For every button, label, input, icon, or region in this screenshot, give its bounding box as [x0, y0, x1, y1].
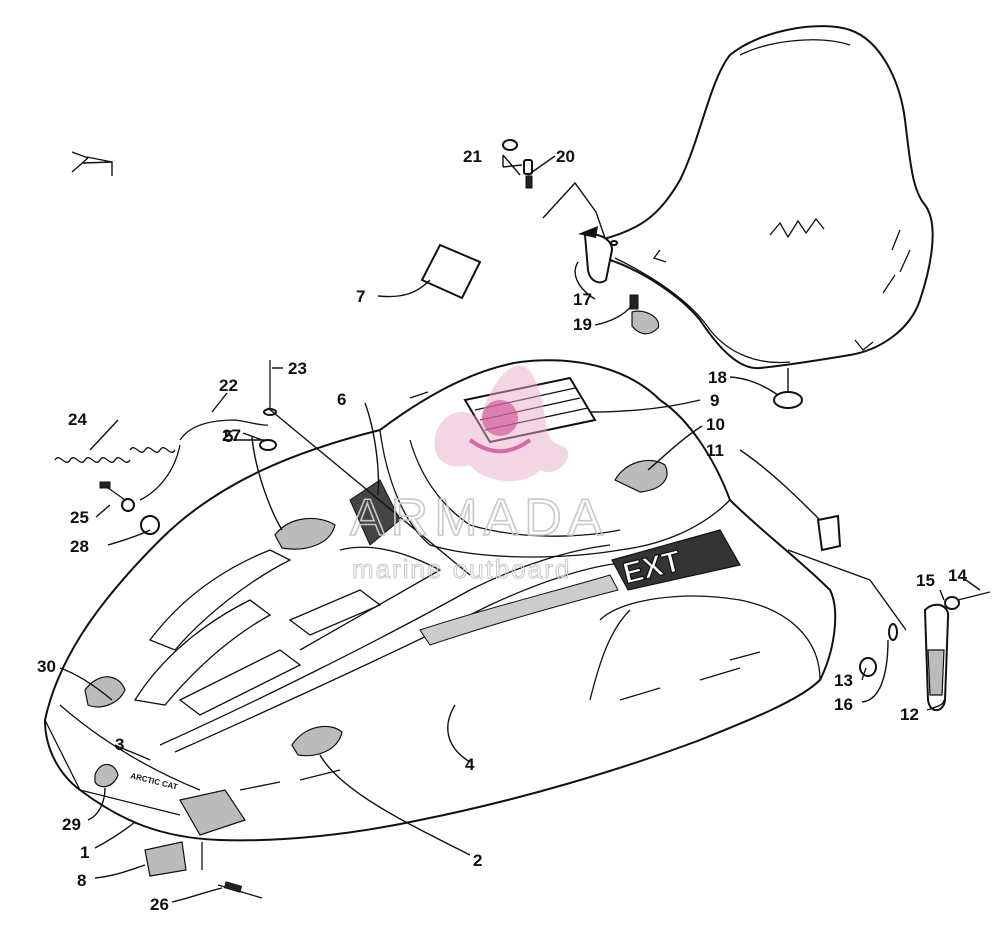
callout-22: 22: [219, 376, 238, 395]
callout-27: 27: [222, 426, 241, 445]
callout-11: 11: [706, 441, 724, 460]
callout-18: 18: [708, 368, 727, 387]
callout-28: 28: [70, 537, 89, 556]
hood-support-bracket: [274, 517, 336, 550]
armada-logo-watermark: [434, 365, 569, 482]
callout-29: 29: [62, 815, 81, 834]
mount-plate: [144, 841, 187, 877]
windshield-screw: [502, 139, 618, 246]
callout-5: 5: [224, 427, 233, 446]
watermark-title: ARMADA: [350, 489, 608, 547]
decal-sheet: [420, 243, 482, 300]
small-decal: [816, 514, 842, 552]
windshield: [598, 25, 934, 370]
windshield-bracket: [578, 226, 614, 284]
reflector: [349, 479, 401, 546]
callout-3: 3: [115, 735, 124, 754]
hood-cable: [201, 842, 263, 899]
callout-2: 2: [473, 851, 482, 870]
callout-16: 16: [834, 695, 853, 714]
callout-10: 10: [706, 415, 725, 434]
callout-24: 24: [68, 410, 87, 429]
callout-7: 7: [356, 287, 365, 306]
hood-restraint: [54, 360, 277, 535]
windshield-fastener: [629, 294, 660, 335]
side-decal: EXT: [611, 529, 741, 591]
callout-12: 12: [900, 705, 919, 724]
lower-bracket: [291, 725, 343, 757]
watermark-subtitle: marine outboard: [352, 554, 571, 584]
leader-lines: [59, 151, 981, 903]
callout-30: 30: [37, 657, 56, 676]
callout-21: 21: [463, 147, 482, 166]
callout-20: 20: [556, 147, 575, 166]
callout-9: 9: [710, 391, 719, 410]
callout-1: 1: [80, 843, 89, 862]
latch-assembly: [859, 591, 991, 712]
callout-8: 8: [77, 871, 86, 890]
callout-23: 23: [288, 359, 307, 378]
callout-19: 19: [573, 315, 592, 334]
hood-bracket: [614, 459, 668, 493]
callout-15: 15: [916, 571, 935, 590]
callout-4: 4: [465, 755, 475, 774]
front-bracket-left: [84, 676, 126, 708]
callout-17: 17: [573, 290, 592, 309]
callout-6: 6: [337, 390, 346, 409]
callout-13: 13: [834, 671, 853, 690]
front-bracket-lower: [94, 763, 119, 788]
callout-26: 26: [150, 895, 169, 914]
callout-25: 25: [70, 508, 89, 527]
hood-latch: [179, 789, 246, 836]
callout-labels: 1 2 3 4 5 6 7 8 9 10 11 12 13 14 15 16 1…: [37, 147, 967, 914]
callout-14: 14: [948, 566, 967, 585]
